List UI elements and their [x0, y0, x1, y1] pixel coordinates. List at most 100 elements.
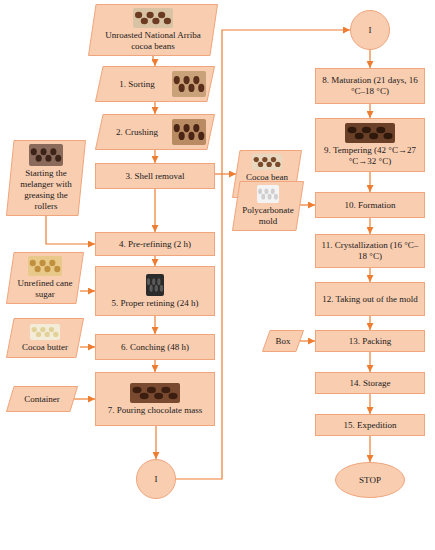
photo-illustration [30, 324, 60, 340]
rect-outline [316, 235, 425, 268]
terminal-ellipse: STOP [335, 462, 405, 498]
photo-detail [262, 157, 267, 162]
node-label: 15. Expedition [344, 420, 397, 431]
photo-detail [147, 278, 150, 285]
flow-arrow [74, 398, 95, 399]
flow-arrow [300, 204, 315, 205]
input-output-box: 2. Crushing [95, 114, 215, 150]
photo-illustration [257, 185, 279, 203]
flow-arrow [369, 352, 370, 372]
flow-arrow [154, 316, 155, 334]
flow-arrow [369, 172, 370, 192]
photo-ground [130, 383, 180, 403]
flow-arrow [80, 346, 95, 347]
process-box: 5. Proper retining (24 h) [95, 266, 215, 316]
node-label: I [155, 474, 158, 485]
photo-detail [44, 266, 50, 272]
photo-detail [198, 132, 204, 140]
photo-detail [179, 84, 185, 92]
photo-illustration [345, 123, 395, 143]
photo-detail [376, 127, 385, 133]
flow-arrow [154, 102, 155, 114]
parallelogram-outline [96, 67, 215, 102]
photo-illustration [252, 154, 282, 170]
flow-arrow [154, 256, 155, 266]
flow-arrow [215, 173, 236, 174]
rect-outline [316, 415, 425, 436]
photo-detail [133, 386, 142, 392]
node-label: 5. Proper retining (24 h) [111, 298, 198, 309]
photo-detail [45, 155, 51, 162]
parallelogram-outline [263, 331, 304, 352]
flow-arrow [369, 268, 370, 282]
node-label: 4. Pre-refining (2 h) [119, 239, 191, 250]
photo-ground [146, 274, 164, 296]
flow-arrow [153, 56, 155, 66]
photo-detail [271, 188, 275, 194]
node-label: I [369, 25, 372, 36]
photo-detail [152, 18, 159, 24]
photo-detail [174, 124, 180, 132]
photo-detail [164, 18, 171, 24]
photo-illustration [172, 119, 206, 145]
flow-arrow [154, 360, 155, 372]
process-box: 4. Pre-refining (2 h) [95, 232, 215, 256]
photo-detail [135, 12, 142, 18]
rect-outline [96, 335, 215, 360]
node-label: 2. Crushing [104, 127, 170, 138]
photo-detail [149, 284, 152, 291]
photo-detail [36, 331, 41, 336]
rect-outline [96, 267, 215, 316]
connector-circle: I [136, 459, 176, 499]
flow-arrow [300, 340, 315, 341]
flow-arrow [369, 218, 370, 234]
photo-detail [188, 84, 194, 92]
rect-outline [316, 119, 425, 172]
photo-illustration [133, 8, 173, 28]
photo-detail [268, 194, 272, 200]
photo-detail [158, 12, 165, 18]
process-box: 11. Crystallization (16 °C–18 °C) [315, 234, 425, 268]
process-box: 15. Expedition [315, 414, 425, 436]
node-label: Cocoa butter [22, 342, 68, 353]
photo-detail [30, 260, 36, 266]
photo-detail [152, 278, 155, 285]
process-box: 8. Maturation (21 days, 16 °C–18 °C) [315, 68, 425, 104]
photo-illustration [29, 144, 63, 166]
photo-ground [345, 123, 395, 143]
parallelogram-outline [89, 5, 218, 56]
rect-outline [96, 373, 215, 426]
process-box: 10. Formation [315, 192, 425, 218]
input-output-box: Starting the melanger with greasing the … [6, 140, 86, 216]
photo-detail [275, 162, 280, 167]
photo-detail [193, 124, 199, 132]
photo-detail [174, 76, 180, 84]
process-box: 14. Storage [315, 372, 425, 394]
rect-outline [96, 233, 215, 256]
photo-detail [157, 278, 160, 285]
flow-arrow [155, 426, 156, 459]
flow-arrow [369, 436, 370, 462]
photo-detail [369, 133, 378, 139]
photo-detail [183, 124, 189, 132]
photo-illustration [172, 71, 206, 97]
photo-detail [160, 284, 163, 291]
photo-detail [49, 260, 55, 266]
flow-arrow [154, 189, 155, 232]
photo-detail [254, 157, 259, 162]
process-box: 6. Conching (48 h) [95, 334, 215, 360]
photo-illustration [130, 383, 180, 403]
ellipse-outline [351, 11, 390, 50]
photo-detail [155, 284, 158, 291]
photo-ground [172, 119, 206, 145]
photo-detail [141, 18, 148, 24]
photo-detail [53, 331, 58, 336]
input-output-box: Container [6, 386, 78, 412]
parallelogram-outline [233, 182, 304, 231]
photo-detail [147, 12, 154, 18]
node-label: Unrefined cane sugar [15, 278, 75, 300]
input-output-box: Box [262, 330, 304, 352]
photo-detail [154, 392, 163, 398]
parallelogram-outline [96, 115, 215, 150]
photo-detail [39, 260, 45, 266]
